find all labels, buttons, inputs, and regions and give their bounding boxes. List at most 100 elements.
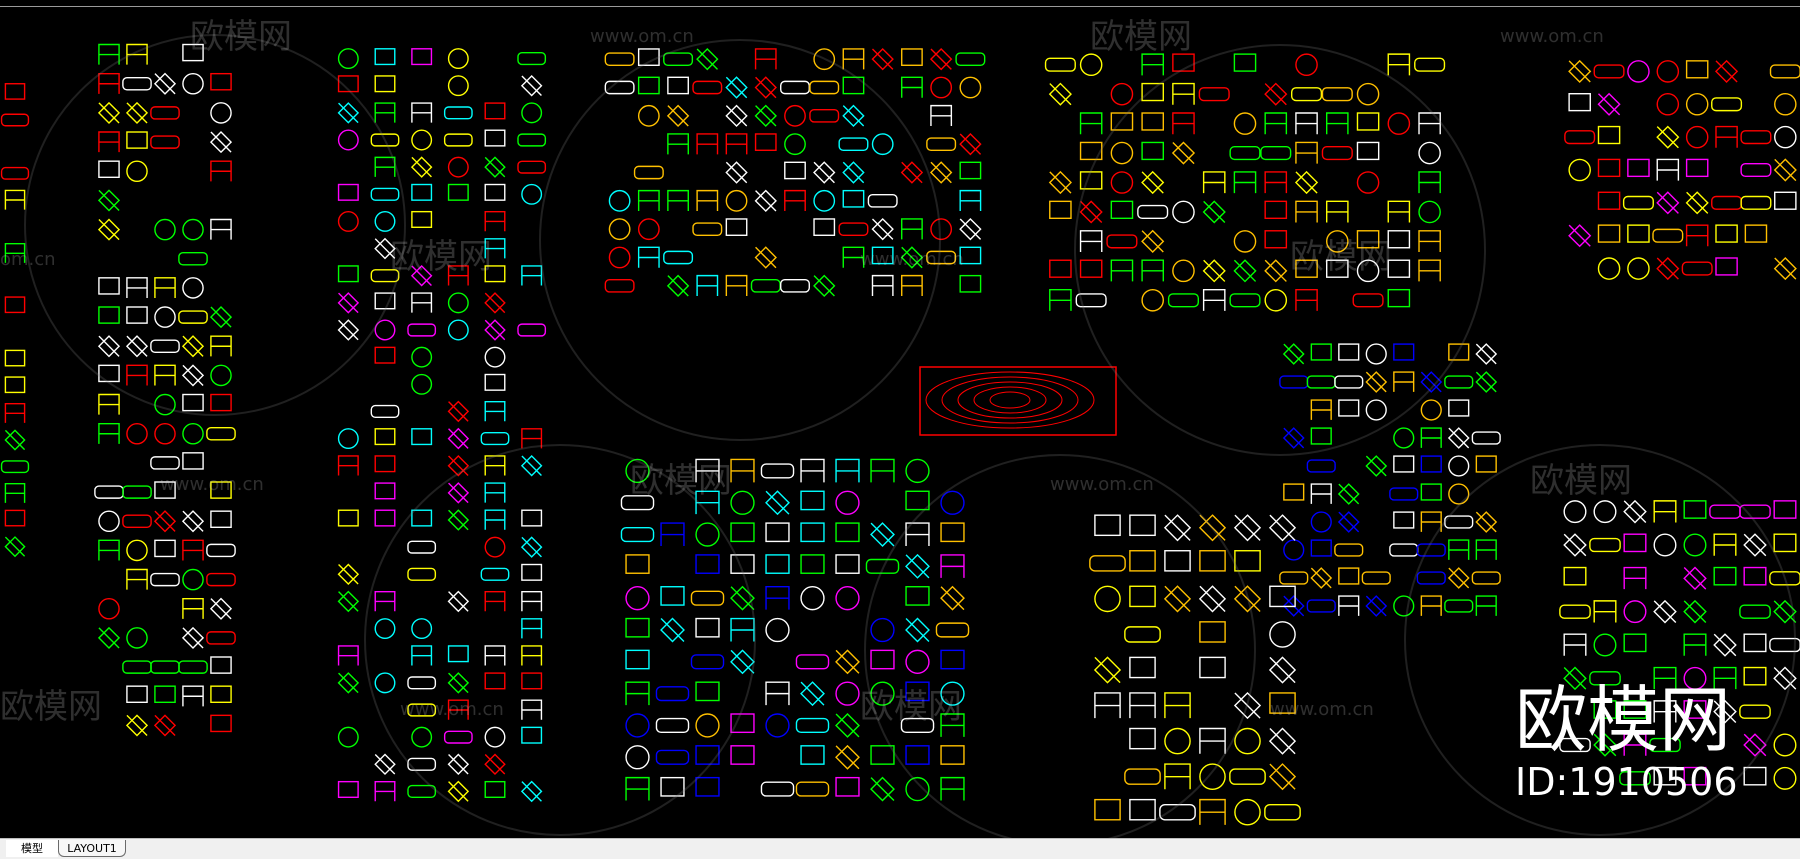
watermark-brand-6: 欧模网 [1530, 461, 1632, 501]
watermark-rings [24, 34, 1796, 838]
cad-block-rect [660, 776, 685, 797]
cad-block-circle [765, 617, 790, 643]
cad-block-chair [1295, 112, 1318, 135]
cad-block-circle [1172, 200, 1195, 224]
cad-block-fixture [905, 617, 930, 643]
cad-block-circle [637, 104, 660, 127]
cad-block-rect [337, 780, 359, 798]
cad-block-chair [1653, 500, 1677, 523]
cad-block-fixture [181, 335, 205, 358]
cad-block-rect [1269, 585, 1296, 608]
cad-block-fixture [1233, 585, 1262, 613]
cad-block-fixture [1268, 514, 1297, 542]
cad-block-fixture [835, 649, 860, 675]
cad-block-rect [337, 75, 359, 93]
cad-block-chair [484, 455, 506, 476]
cad-block-circle [1393, 427, 1415, 449]
cad-block-rect [625, 649, 650, 670]
cad-block-chair [870, 458, 895, 483]
cad-block-rect [1141, 112, 1164, 131]
cad-block-sofa [692, 80, 723, 95]
svg-text:欧模网: 欧模网 [1515, 678, 1731, 762]
cad-block-chair [1326, 112, 1349, 135]
cad-block-rect [210, 393, 232, 412]
cad-block-rect [1653, 766, 1677, 786]
cad-block-rect [1744, 224, 1768, 243]
cad-block-chair [1295, 141, 1318, 164]
tab-model[interactable]: 模型 [6, 840, 58, 857]
cad-block-fixture [725, 104, 748, 128]
cad-block-chair [98, 131, 120, 153]
cad-block-chair [1094, 692, 1121, 719]
cad-block-fixture [1268, 727, 1297, 755]
cad-block-sofa [1471, 571, 1501, 585]
cad-block-chair [842, 48, 865, 70]
cad-block-chair [4, 243, 26, 263]
cad-block-chair [126, 568, 148, 590]
cad-block-chair [696, 189, 719, 212]
cad-block-fixture [447, 590, 470, 613]
cad-block-sofa [150, 572, 180, 587]
cad-block-sofa [206, 572, 236, 587]
cad-block-sofa [690, 654, 725, 670]
cad-block-rect [1234, 550, 1261, 572]
cad-block-sofa [1334, 375, 1364, 389]
cad-block-sofa [517, 133, 547, 147]
cad-block-circle [730, 490, 755, 515]
cad-block-rect [98, 160, 120, 178]
cad-block-sofa [655, 686, 690, 702]
tab-layout1[interactable]: LAYOUT1 [58, 840, 126, 857]
cad-block-chair [98, 72, 120, 94]
cad-block-chair [625, 776, 650, 801]
cad-block-circle [1418, 141, 1441, 165]
cad-block-circle [1683, 533, 1707, 557]
cad-block-circle [1627, 60, 1650, 83]
watermark-brand-2: 欧模网 [1090, 17, 1192, 57]
cad-block-circle [1774, 125, 1797, 149]
cad-block-rect [800, 745, 825, 765]
cad-block-sofa [838, 137, 869, 151]
cad-block-fixture [337, 102, 360, 124]
cad-block-fixture [1773, 158, 1797, 182]
cad-block-chair [1129, 692, 1156, 719]
cad-block-chair [901, 274, 923, 297]
cad-block-chair [754, 48, 777, 70]
cad-model-space[interactable]: 欧模网 www.om.cn 欧模网 www.om.cn om.cn 欧模网 ww… [0, 0, 1800, 838]
cad-block-circle [608, 246, 631, 269]
cad-block-circle [411, 346, 433, 368]
cad-block-sofa [1124, 626, 1161, 643]
cad-block-rect [959, 246, 982, 265]
cad-block-rect [411, 428, 433, 446]
cad-block-rect [667, 76, 689, 95]
cad-block-rect [154, 481, 176, 499]
cad-block-fixture [1683, 599, 1707, 624]
cad-block-rect [1129, 514, 1156, 537]
cad-block-rect [98, 306, 120, 324]
cad-block-chair [784, 189, 806, 212]
cad-block-chair [1387, 200, 1411, 223]
cad-block-fixture [959, 132, 982, 156]
cad-block-chair [1199, 727, 1226, 754]
cad-block-sofa [517, 160, 547, 174]
cad-block-rect [4, 349, 26, 367]
cad-block-fixture [484, 753, 506, 776]
cad-block-sofa [1740, 162, 1772, 178]
cad-block-fixture [1743, 733, 1767, 757]
cad-block-chair [521, 699, 543, 720]
cad-block-fixture [929, 161, 953, 184]
cad-block-sofa [926, 250, 957, 265]
cad-block-fixture [4, 429, 26, 451]
cad-block-sofa [663, 250, 694, 265]
cad-block-fixture [181, 364, 205, 387]
cad-block-rect [1269, 692, 1296, 714]
cad-block-sofa [206, 427, 236, 441]
cad-block-rect [1079, 141, 1103, 161]
cad-block-fixture [410, 156, 433, 178]
cad-block-sofa [1306, 459, 1336, 473]
cad-block-chair [1623, 566, 1647, 590]
cad-block-rect [730, 554, 755, 574]
cad-block-chair [521, 590, 543, 612]
cad-block-rect [1172, 53, 1195, 72]
cad-block-chair [696, 133, 719, 155]
watermark-brand-7: 欧模网 [0, 687, 102, 727]
